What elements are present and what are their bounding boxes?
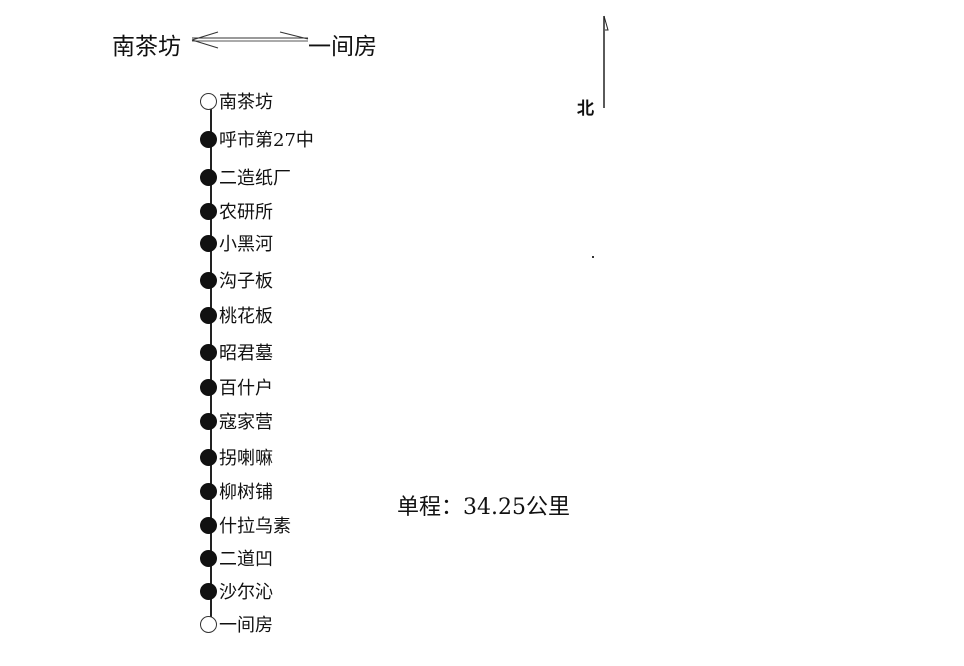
stop-dot-icon [200,271,217,289]
one-way-distance: 单程：34.25公里 [397,495,570,520]
north-label: 北 [577,99,594,119]
stop-name: 昭君墓 [219,343,273,364]
stop-item: 一间房 [200,614,273,636]
stop-name: 什拉乌素 [219,516,291,537]
stop-dot-icon [200,306,217,324]
stop-item: 沙尔沁 [200,581,273,603]
stop-dot-icon [200,448,217,466]
stop-name: 南茶坊 [219,92,273,113]
stop-name: 寇家营 [219,412,273,433]
stop-item: 沟子板 [200,270,273,292]
stop-name: 百什户 [219,378,273,399]
stop-item: 桃花板 [200,305,273,327]
stop-item: 南茶坊 [200,91,273,113]
stop-dot-icon [200,516,217,534]
stop-dot-icon [200,343,217,361]
stop-item: 拐喇嘛 [200,447,273,469]
stop-dot-icon [200,482,217,500]
terminal-stop-circle-icon [200,92,217,110]
stop-dot-icon [200,378,217,396]
stop-name: 桃花板 [219,306,273,327]
route-destination-title: 一间房 [308,34,377,60]
stop-item: 寇家营 [200,411,273,433]
stop-name: 一间房 [219,615,273,636]
stop-dot-icon [200,582,217,600]
stop-dot-icon [200,202,217,220]
stop-name: 呼市第27中 [219,130,314,151]
stop-dot-icon [200,549,217,567]
stop-item: 昭君墓 [200,342,273,364]
stop-name: 沟子板 [219,271,273,292]
stop-name: 拐喇嘛 [219,448,273,469]
route-origin-title: 南茶坊 [112,34,181,60]
stop-name: 农研所 [219,202,273,223]
stop-item: 百什户 [200,377,273,399]
stop-dot-icon [200,234,217,252]
bidirectional-arrow-icon [191,31,309,49]
stop-item: 二道凹 [200,548,273,570]
stop-name: 二造纸厂 [219,168,291,189]
stop-item: 小黑河 [200,233,273,255]
terminal-stop-circle-icon [200,615,217,633]
stop-dot-icon [200,130,217,148]
north-arrow-icon [603,15,609,108]
stop-item: 柳树铺 [200,481,273,503]
stop-name: 柳树铺 [219,482,273,503]
stop-dot-icon [200,412,217,430]
stop-name: 沙尔沁 [219,582,273,603]
stop-dot-icon [200,168,217,186]
route-line [210,101,212,624]
speck [592,256,594,258]
stop-name: 二道凹 [219,549,273,570]
stop-item: 呼市第27中 [200,129,314,151]
stop-item: 农研所 [200,201,273,223]
stop-item: 二造纸厂 [200,167,291,189]
stop-item: 什拉乌素 [200,515,291,537]
stop-name: 小黑河 [219,234,273,255]
